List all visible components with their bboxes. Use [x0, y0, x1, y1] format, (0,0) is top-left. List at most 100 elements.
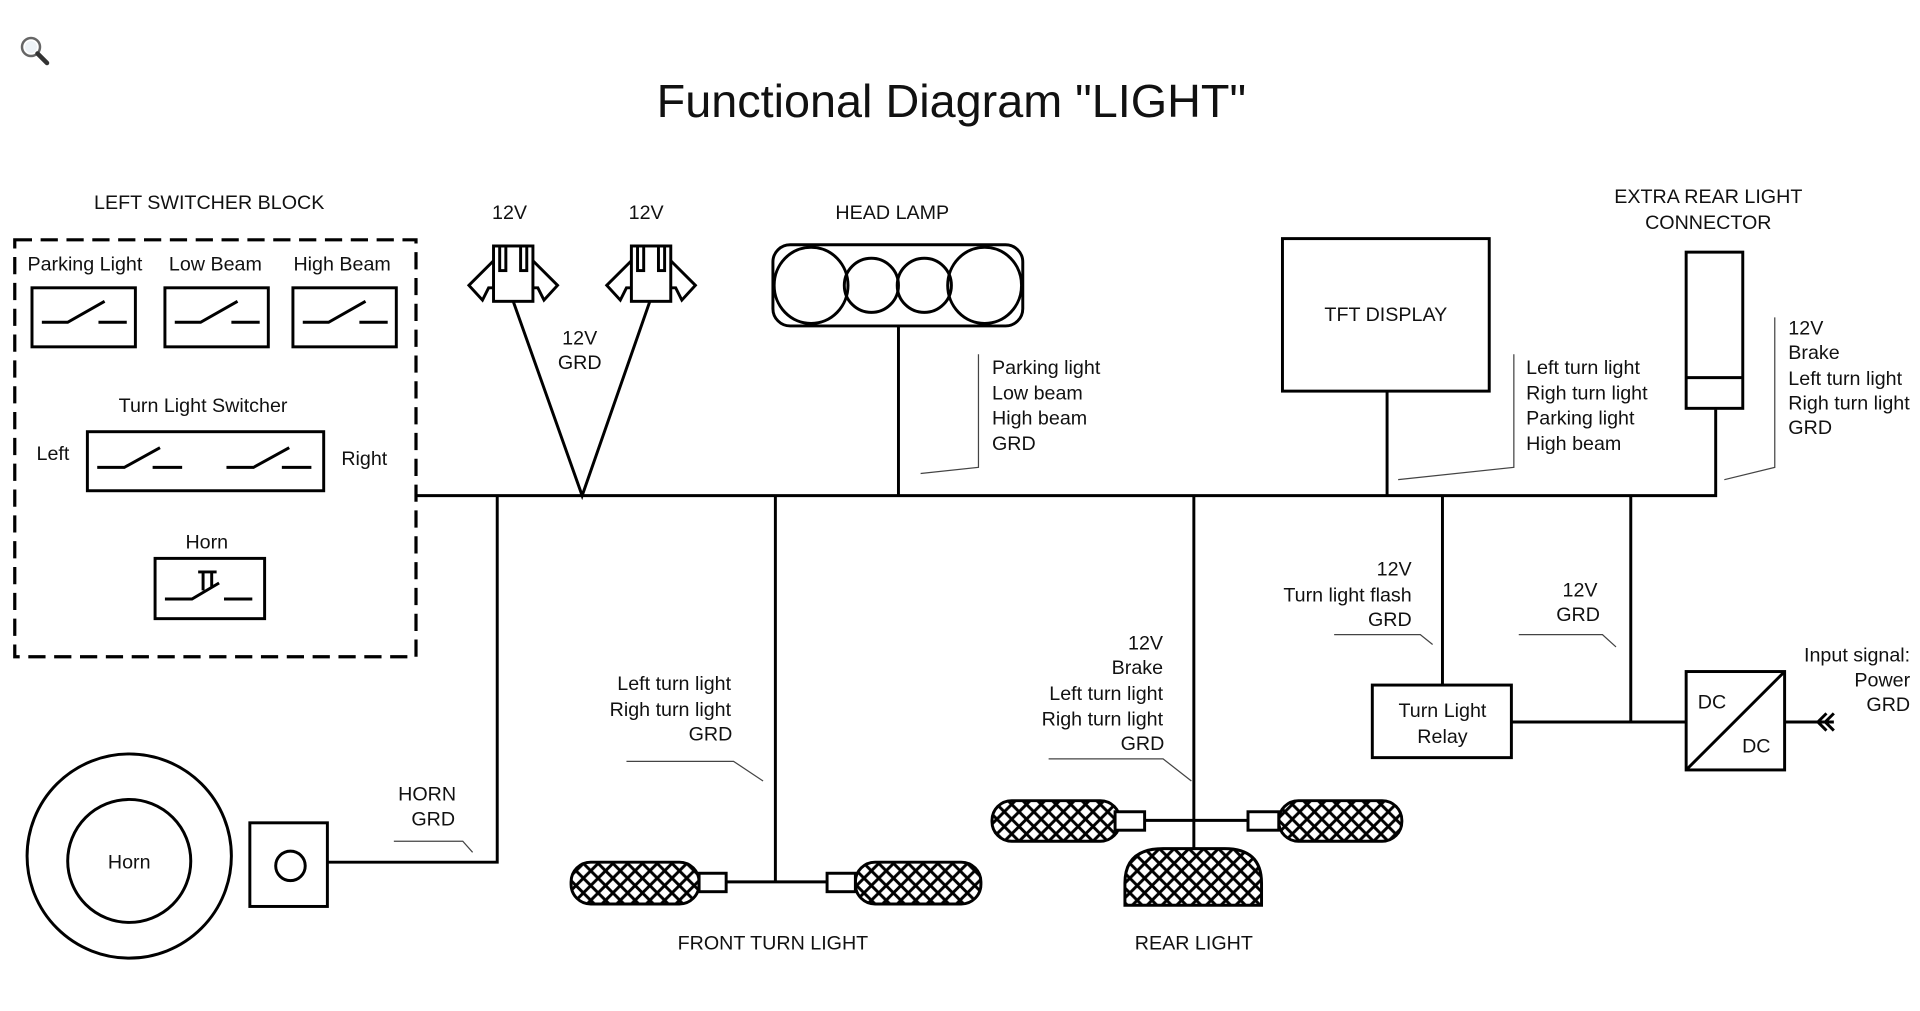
horn-switch-label: Horn [185, 532, 228, 554]
horn-label: Horn [108, 851, 151, 873]
page-title: Functional Diagram "LIGHT" [657, 75, 1246, 127]
tft-display: TFT DISPLAY Left turn light Righ turn li… [1280, 237, 1648, 496]
horn-inner-ring [66, 797, 193, 924]
front-left-indicator [569, 860, 728, 906]
rear-light-wire-label: Brake [1112, 657, 1163, 679]
relay-title: Turn Light [1399, 700, 1487, 722]
turn-light-relay: Turn Light Relay 12V Turn light flash GR… [1283, 495, 1513, 760]
relay-wire-label: Turn light flash [1283, 584, 1411, 606]
relay-box [1370, 683, 1513, 760]
left-switcher-title: LEFT SWITCHER BLOCK [94, 192, 324, 214]
horn-callout [393, 840, 474, 853]
rear-light: 12V Brake Left turn light Righ turn ligh… [990, 495, 1404, 955]
rear-light-wire-label: Left turn light [1049, 683, 1163, 705]
rear-light-wire-label: Righ turn light [1042, 709, 1164, 731]
connector-arrow-icon [1815, 712, 1835, 732]
switch-label-high-beam: High Beam [293, 254, 390, 276]
dc-output-label: DC [1742, 736, 1770, 758]
front-turn-wire-label: Left turn light [617, 673, 731, 695]
rear-right-indicator [1246, 799, 1404, 843]
parking-light-switch[interactable] [30, 286, 137, 349]
extra-rear-wire-label: Left turn light [1788, 368, 1902, 390]
tft-wire-label: Parking light [1526, 407, 1635, 429]
rear-tail-lamp [1123, 847, 1264, 907]
connector-left-icon [466, 244, 560, 303]
rear-light-wire-label: GRD [1121, 733, 1165, 755]
head-lamp-wire-label: GRD [992, 433, 1036, 455]
power-branch-label: GRD [1556, 604, 1600, 626]
head-lamp-wire-label: High beam [992, 407, 1087, 429]
high-beam-switch[interactable] [291, 286, 398, 349]
extra-rear-wire-label: 12V [1788, 318, 1824, 340]
tft-wire-label: High beam [1526, 433, 1621, 455]
main-bus [416, 409, 1718, 498]
horn-mount-hole [274, 849, 307, 883]
tft-callout [1398, 354, 1515, 481]
head-lamp-wire-label: Low beam [992, 383, 1083, 405]
relay-wire-label: GRD [1368, 609, 1412, 631]
turn-switch-left-label: Left [37, 443, 70, 465]
horn-wire [327, 495, 499, 864]
tft-display-title: TFT DISPLAY [1324, 304, 1447, 326]
horn-wire-label: HORN [398, 784, 456, 806]
extra-rear-title: EXTRA REAR LIGHT [1614, 186, 1802, 208]
extra-rear-light-connector: EXTRA REAR LIGHT CONNECTOR 12V Brake Lef… [1614, 186, 1910, 481]
turn-switch-right-label: Right [341, 448, 387, 470]
power-supply: 12V GRD DC DC Input signal: Power GRD [1511, 495, 1911, 772]
low-beam-switch[interactable] [163, 286, 270, 349]
extra-rear-connector-box [1684, 250, 1745, 410]
rear-left-indicator [990, 799, 1147, 843]
relay-title: Relay [1417, 726, 1467, 748]
switcher-block-border [13, 238, 418, 659]
rear-light-callout [1048, 758, 1192, 782]
rear-light-wire-label: 12V [1128, 632, 1164, 654]
tft-wire-label: Left turn light [1526, 357, 1640, 379]
head-lamp-bulb [895, 256, 953, 314]
input-signal-label: Input signal: [1804, 645, 1910, 667]
power-branch-callout [1518, 634, 1617, 648]
connector-right-icon [604, 244, 698, 303]
power-connectors: 12V 12V 12V GRD [466, 202, 698, 501]
rear-light-wire [1144, 495, 1248, 849]
power-branch-label: 12V [1563, 580, 1599, 602]
input-signal-label: Power [1854, 669, 1910, 691]
turn-switcher-title: Turn Light Switcher [119, 395, 288, 417]
turn-light-switch[interactable] [85, 430, 326, 493]
power-branch-wire [1511, 495, 1687, 724]
relay-callout [1334, 634, 1433, 645]
head-lamp: HEAD LAMP Parking light Low beam High be… [771, 202, 1101, 496]
front-turn-title: FRONT TURN LIGHT [678, 933, 869, 955]
front-turn-light: Left turn light Righ turn light GRD FRON… [569, 495, 983, 955]
input-signal-label: GRD [1866, 694, 1910, 716]
extra-rear-callout [1724, 317, 1776, 481]
front-turn-wire-label: Righ turn light [610, 699, 732, 721]
horn: Horn HORN GRD [25, 495, 499, 960]
head-lamp-bulb [946, 245, 1024, 325]
tft-wire-label: Righ turn light [1526, 383, 1648, 405]
horn-wire-label: GRD [411, 808, 455, 830]
head-lamp-bulb [772, 245, 850, 325]
magnifier-icon[interactable] [18, 34, 52, 68]
horn-push-button[interactable] [153, 556, 267, 621]
extra-rear-wire-label: Brake [1788, 342, 1839, 364]
left-switcher-block: LEFT SWITCHER BLOCK Parking Light Low Be… [13, 192, 418, 659]
connector-wire-label-12v: 12V [562, 327, 598, 349]
horn-outer-ring [25, 752, 233, 960]
extra-rear-title: CONNECTOR [1645, 212, 1771, 234]
head-lamp-callout [920, 354, 980, 475]
connector-wire-label-grd: GRD [558, 352, 602, 374]
head-lamp-title: HEAD LAMP [835, 202, 949, 224]
rear-light-title: REAR LIGHT [1135, 933, 1253, 955]
switch-label-low-beam: Low Beam [169, 254, 262, 276]
relay-wire-label: 12V [1377, 559, 1413, 581]
dc-input-label: DC [1698, 691, 1726, 713]
extra-rear-wire-label: GRD [1788, 417, 1832, 439]
front-turn-callout [626, 760, 764, 782]
head-lamp-wire-label: Parking light [992, 357, 1101, 379]
front-right-indicator [825, 860, 983, 906]
connector-right-label: 12V [629, 202, 665, 224]
horn-bracket [248, 821, 329, 908]
front-turn-wire [726, 495, 828, 884]
extra-rear-wire-label: Righ turn light [1788, 393, 1910, 415]
